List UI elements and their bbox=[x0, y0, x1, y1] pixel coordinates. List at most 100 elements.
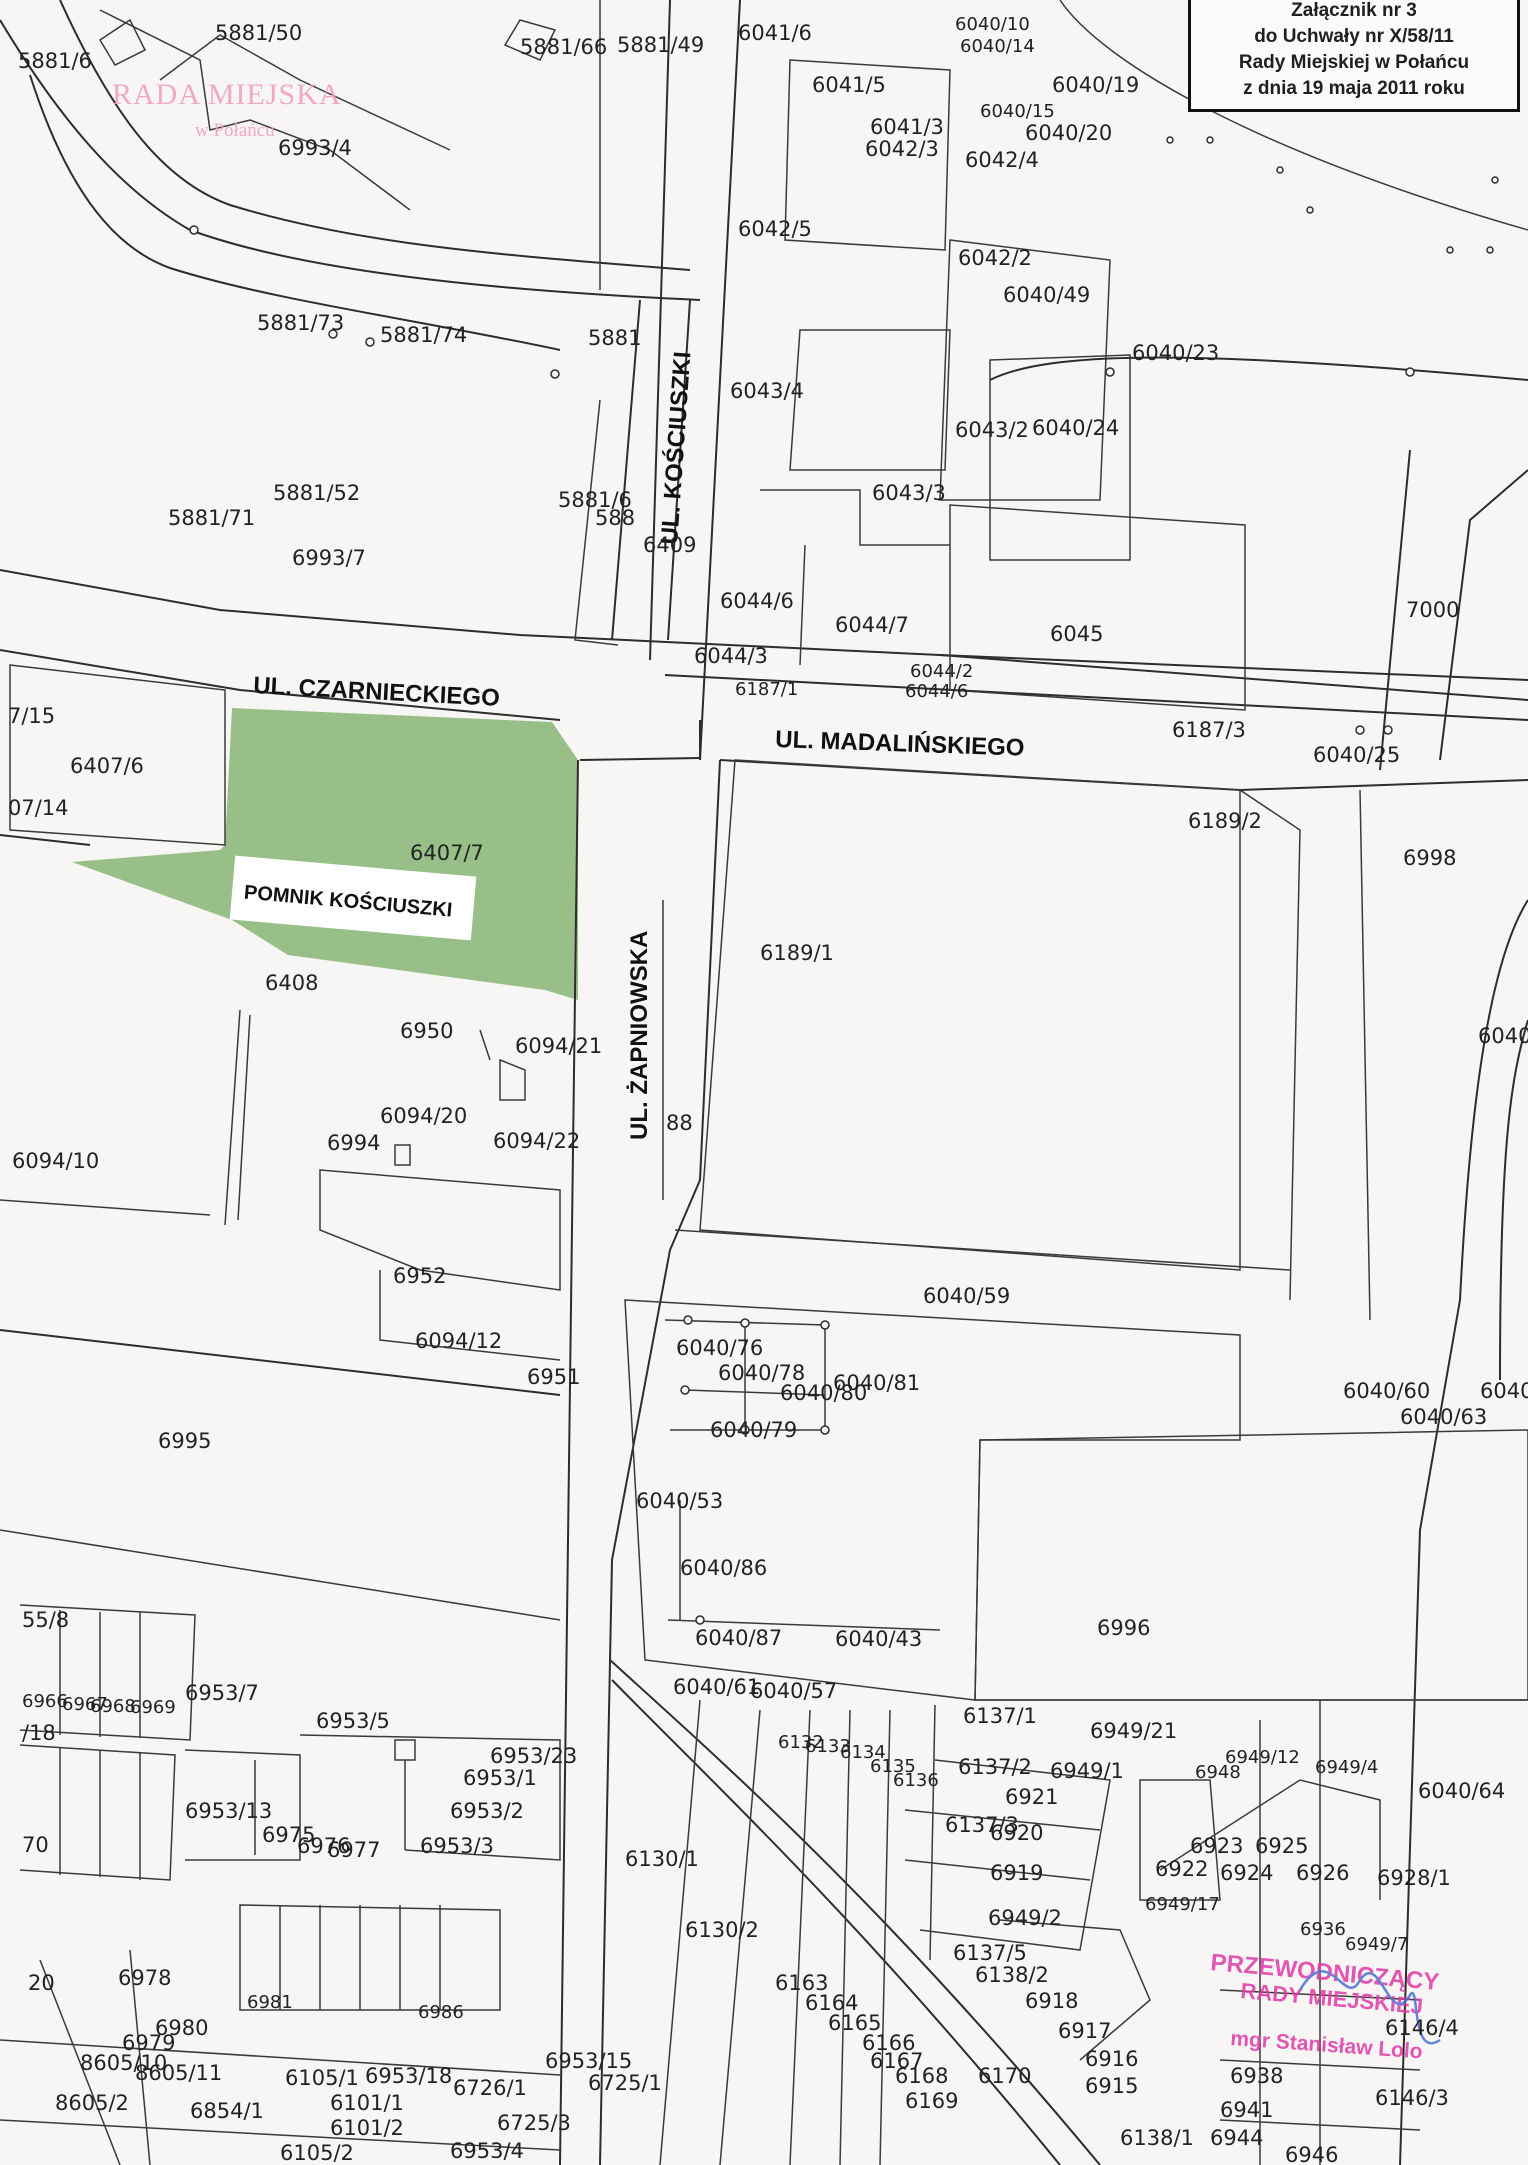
parcel-label-6094_12[interactable]: 6094/12 bbox=[415, 1329, 502, 1353]
parcel-label-6938[interactable]: 6938 bbox=[1230, 2064, 1283, 2088]
parcel-label-6993_7[interactable]: 6993/7 bbox=[292, 546, 366, 570]
parcel-label-6040_43[interactable]: 6040/43 bbox=[835, 1627, 922, 1651]
parcel-label-6137_3[interactable]: 6137/3 bbox=[945, 1813, 1019, 1837]
parcel-label-6040_59[interactable]: 6040/59 bbox=[923, 1284, 1010, 1308]
parcel-label-6944[interactable]: 6944 bbox=[1210, 2126, 1263, 2150]
parcel-label-6953_13[interactable]: 6953/13 bbox=[185, 1799, 272, 1823]
parcel-label-6949_12[interactable]: 6949/12 bbox=[1225, 1747, 1300, 1768]
parcel-label-6998[interactable]: 6998 bbox=[1403, 846, 1456, 870]
parcel-label-5881_50[interactable]: 5881/50 bbox=[215, 21, 302, 45]
parcel-label-6953_3[interactable]: 6953/3 bbox=[420, 1834, 494, 1858]
parcel-label-6040_76[interactable]: 6040/76 bbox=[676, 1336, 763, 1360]
parcel-label-6187_3[interactable]: 6187/3 bbox=[1172, 718, 1246, 742]
parcel-label-588[interactable]: 588 bbox=[595, 506, 635, 530]
parcel-label-6044_2[interactable]: 6044/2 bbox=[910, 661, 973, 682]
parcel-label-6977[interactable]: 6977 bbox=[327, 1838, 380, 1862]
parcel-label-6042_4[interactable]: 6042/4 bbox=[965, 148, 1039, 172]
parcel-label-6043_4[interactable]: 6043/4 bbox=[730, 379, 804, 403]
parcel-label-07_14[interactable]: 07/14 bbox=[8, 796, 69, 820]
parcel-label-6041_3[interactable]: 6041/3 bbox=[870, 115, 944, 139]
parcel-label-6976[interactable]: 6976 bbox=[297, 1834, 350, 1858]
monument-parcel-highlight[interactable] bbox=[72, 708, 578, 1000]
parcel-label-6040_60[interactable]: 6040/60 bbox=[1343, 1379, 1430, 1403]
parcel-label-6921[interactable]: 6921 bbox=[1005, 1785, 1058, 1809]
parcel-label-6168[interactable]: 6168 bbox=[895, 2064, 948, 2088]
parcel-label-6726_1[interactable]: 6726/1 bbox=[453, 2076, 527, 2100]
parcel-label-55_8[interactable]: 55/8 bbox=[22, 1608, 69, 1632]
parcel-label-6994[interactable]: 6994 bbox=[327, 1131, 380, 1155]
parcel-label-6130_2[interactable]: 6130/2 bbox=[685, 1918, 759, 1942]
parcel-label-5881_6b[interactable]: 5881/6 bbox=[558, 488, 632, 512]
parcel-label-6189_1[interactable]: 6189/1 bbox=[760, 941, 834, 965]
parcel-label-6094_20[interactable]: 6094/20 bbox=[380, 1104, 467, 1128]
parcel-label-6950[interactable]: 6950 bbox=[400, 1019, 453, 1043]
parcel-label-6040_64[interactable]: 6040/64 bbox=[1418, 1779, 1505, 1803]
parcel-label-6040_20[interactable]: 6040/20 bbox=[1025, 121, 1112, 145]
parcel-label-6146_4[interactable]: 6146/4 bbox=[1385, 2016, 1459, 2040]
parcel-label-6040_87[interactable]: 6040/87 bbox=[695, 1626, 782, 1650]
street-label-kosciuszki[interactable]: UL. KOŚCIUSZKI bbox=[655, 351, 696, 546]
parcel-label-6169[interactable]: 6169 bbox=[905, 2089, 958, 2113]
parcel-label-88[interactable]: 88 bbox=[666, 1111, 693, 1135]
parcel-label-6138_1[interactable]: 6138/1 bbox=[1120, 2126, 1194, 2150]
parcel-label-70[interactable]: 70 bbox=[22, 1833, 49, 1857]
parcel-label-6953_18[interactable]: 6953/18 bbox=[365, 2064, 452, 2088]
parcel-label-6137_5[interactable]: 6137/5 bbox=[953, 1941, 1027, 1965]
parcel-label-6040_25[interactable]: 6040/25 bbox=[1313, 743, 1400, 767]
parcel-label-6136[interactable]: 6136 bbox=[893, 1770, 939, 1791]
parcel-label-6170[interactable]: 6170 bbox=[978, 2064, 1031, 2088]
parcel-label-6041_5[interactable]: 6041/5 bbox=[812, 73, 886, 97]
parcel-label-5881_49[interactable]: 5881/49 bbox=[617, 33, 704, 57]
parcel-label-6920[interactable]: 6920 bbox=[990, 1821, 1043, 1845]
parcel-label-5881b[interactable]: 5881 bbox=[588, 326, 641, 350]
parcel-label-7000[interactable]: 7000 bbox=[1406, 598, 1459, 622]
parcel-label-18[interactable]: /18 bbox=[22, 1721, 56, 1745]
parcel-label-6045[interactable]: 6045 bbox=[1050, 622, 1103, 646]
parcel-label-6146_3[interactable]: 6146/3 bbox=[1375, 2086, 1449, 2110]
parcel-label-5881_74[interactable]: 5881/74 bbox=[380, 323, 467, 347]
parcel-label-6969[interactable]: 6969 bbox=[130, 1697, 176, 1718]
parcel-label-5881_52[interactable]: 5881/52 bbox=[273, 481, 360, 505]
parcel-label-6042_2[interactable]: 6042/2 bbox=[958, 246, 1032, 270]
parcel-label-6953_15[interactable]: 6953/15 bbox=[545, 2049, 632, 2073]
parcel-label-6040_19[interactable]: 6040/19 bbox=[1052, 73, 1139, 97]
parcel-label-6953_7[interactable]: 6953/7 bbox=[185, 1681, 259, 1705]
parcel-label-6166[interactable]: 6166 bbox=[862, 2031, 915, 2055]
parcel-label-6040r[interactable]: 6040 bbox=[1478, 1024, 1528, 1048]
parcel-label-6105_1[interactable]: 6105/1 bbox=[285, 2066, 359, 2090]
parcel-label-5881_71[interactable]: 5881/71 bbox=[168, 506, 255, 530]
parcel-label-6854_1[interactable]: 6854/1 bbox=[190, 2099, 264, 2123]
parcel-label-6922[interactable]: 6922 bbox=[1155, 1857, 1208, 1881]
parcel-label-6040_49[interactable]: 6040/49 bbox=[1003, 283, 1090, 307]
parcel-label-6949_17[interactable]: 6949/17 bbox=[1145, 1894, 1220, 1915]
parcel-label-6916[interactable]: 6916 bbox=[1085, 2047, 1138, 2071]
parcel-label-6134[interactable]: 6134 bbox=[840, 1742, 886, 1763]
parcel-label-6919[interactable]: 6919 bbox=[990, 1861, 1043, 1885]
parcel-label-6094_22[interactable]: 6094/22 bbox=[493, 1129, 580, 1153]
parcel-label-6949_7[interactable]: 6949/7 bbox=[1345, 1934, 1408, 1955]
parcel-label-6980[interactable]: 6980 bbox=[155, 2016, 208, 2040]
parcel-label-6925[interactable]: 6925 bbox=[1255, 1834, 1308, 1858]
parcel-label-6042_5[interactable]: 6042/5 bbox=[738, 217, 812, 241]
parcel-label-6040_24[interactable]: 6040/24 bbox=[1032, 416, 1119, 440]
parcel-label-6928_1[interactable]: 6928/1 bbox=[1377, 1866, 1451, 1890]
street-label-zapniowska[interactable]: UL. ŻAPNIOWSKA bbox=[626, 931, 653, 1140]
parcel-label-6941[interactable]: 6941 bbox=[1220, 2098, 1273, 2122]
parcel-label-6044_6[interactable]: 6044/6 bbox=[720, 589, 794, 613]
parcel-label-8605_2[interactable]: 8605/2 bbox=[55, 2091, 129, 2115]
parcel-label-6924[interactable]: 6924 bbox=[1220, 1861, 1273, 1885]
parcel-label-6040_86[interactable]: 6040/86 bbox=[680, 1556, 767, 1580]
parcel-label-6138_2[interactable]: 6138/2 bbox=[975, 1963, 1049, 1987]
parcel-label-6949_4[interactable]: 6949/4 bbox=[1315, 1757, 1378, 1778]
parcel-label-20[interactable]: 20 bbox=[28, 1971, 55, 1995]
parcel-label-6101_2[interactable]: 6101/2 bbox=[330, 2116, 404, 2140]
parcel-label-6137_1[interactable]: 6137/1 bbox=[963, 1704, 1037, 1728]
parcel-label-6040_79[interactable]: 6040/79 bbox=[710, 1418, 797, 1442]
parcel-label-6923[interactable]: 6923 bbox=[1190, 1834, 1243, 1858]
parcel-label-6936[interactable]: 6936 bbox=[1300, 1919, 1346, 1940]
parcel-label-6043_2[interactable]: 6043/2 bbox=[955, 418, 1029, 442]
parcel-label-6040_78[interactable]: 6040/78 bbox=[718, 1361, 805, 1385]
parcel-label-6926[interactable]: 6926 bbox=[1296, 1861, 1349, 1885]
parcel-label-8605_10[interactable]: 8605/10 bbox=[80, 2051, 167, 2075]
street-label-czarnieckiego[interactable]: UL. CZARNIECKIEGO bbox=[253, 672, 501, 712]
